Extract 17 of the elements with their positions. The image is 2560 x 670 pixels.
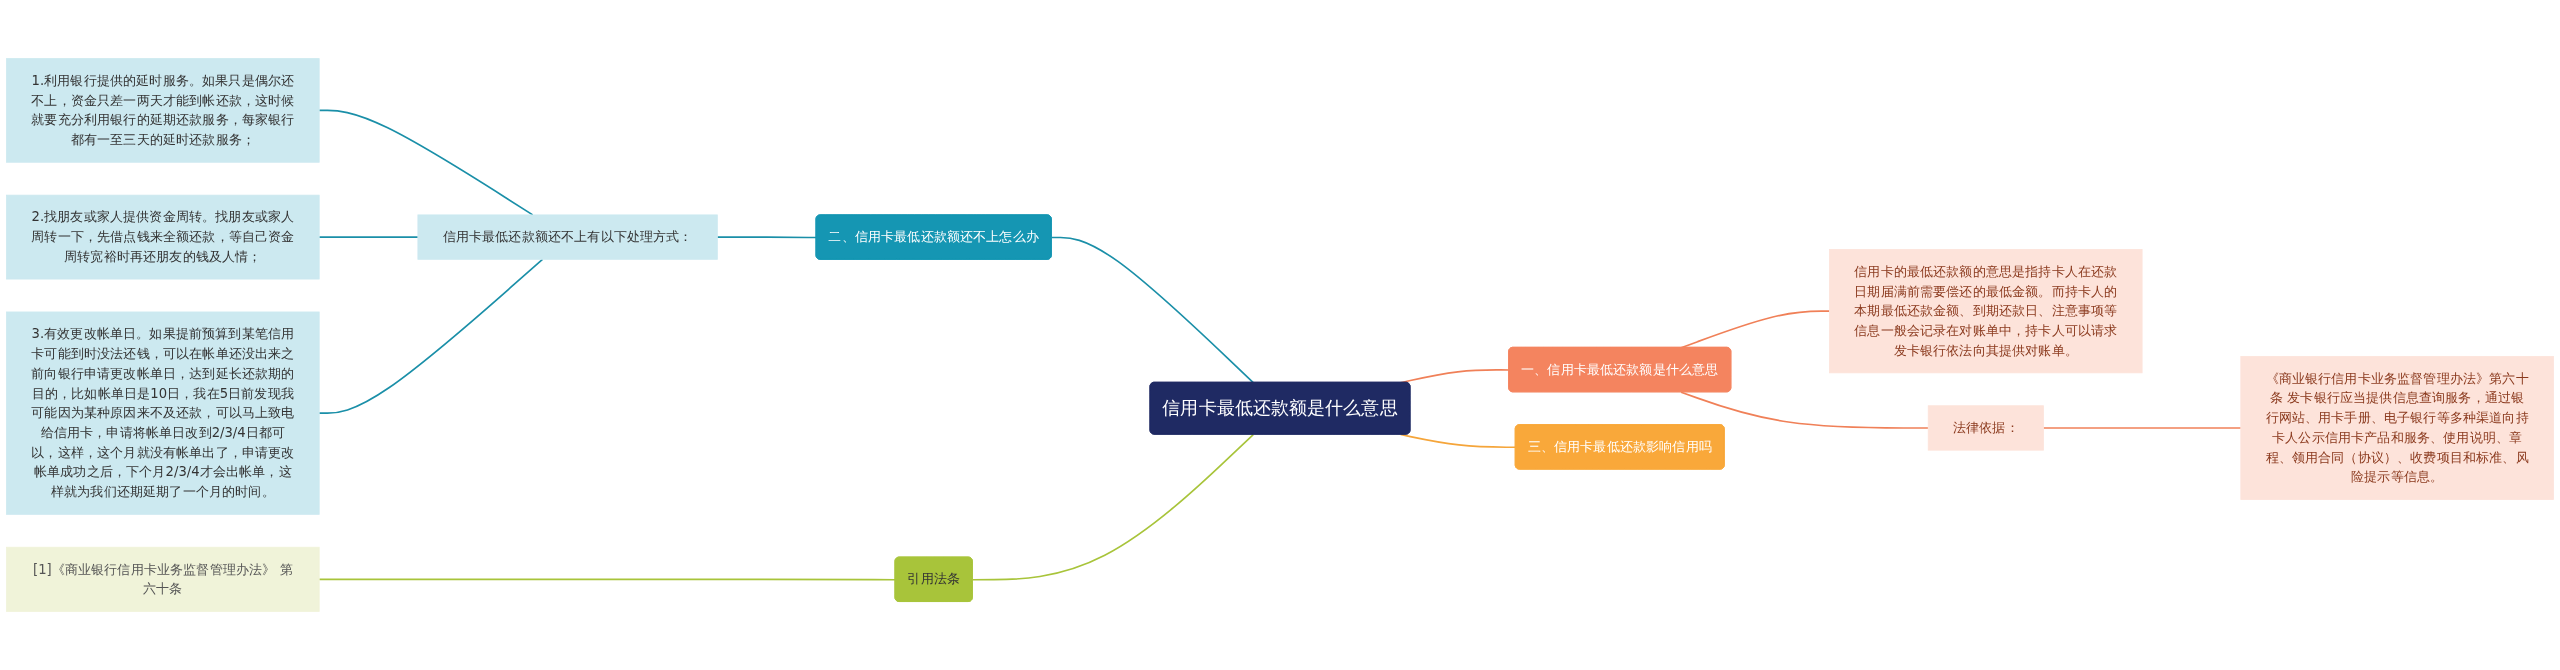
node-box: 2.找朋友或家人提供资金周转。找朋友或家人周转一下，先借点钱来全额还款，等自己资金周转宽裕时再还朋友的钱及人情； bbox=[6, 194, 320, 280]
connector bbox=[716, 236, 818, 239]
connector bbox=[1680, 391, 1930, 429]
connector bbox=[971, 433, 1255, 581]
connector bbox=[2042, 427, 2242, 429]
node-box: 《商业银行信用卡业务监督管理办法》第六十条 发卡银行应当提供信息查询服务，通过银行网站、用卡手册、电子银行等多种渠道向持卡人公示信用卡产品和服务、使用说明、章程、领用合同（协议）、收费项目和标准、风险提示等信息。 bbox=[2240, 355, 2554, 500]
node-box: [1]《商业银行信用卡业务监督管理办法》 第六十条 bbox=[6, 546, 320, 612]
connector bbox=[318, 578, 897, 581]
connector bbox=[318, 258, 544, 414]
connector bbox=[318, 109, 534, 216]
connector bbox=[318, 236, 419, 238]
connector bbox=[1050, 236, 1255, 384]
node-box: 1.利用银行提供的延时服务。如果只是偶尔还不上，资金只差一两天才能到帐还款，这时候就要充分利用银行的延期还款服务，每家银行都有一至三天的延时还款服务； bbox=[6, 58, 320, 163]
node-box: 信用卡最低还款额还不上有以下处理方式： bbox=[417, 214, 718, 260]
node-box: 法律依据： bbox=[1927, 405, 2044, 451]
node-box: 3.有效更改帐单日。如果提前预算到某笔信用卡可能到时没法还钱，可以在帐单还没出来之前向银行申请更改帐单日，达到延长还款期的目的，比如帐单日是10日，我在5日前发现我可能因为某种原因来不及还款，可以马上致电给信用卡，申请将帐单日改到2/3/4日都可以，这样，这个月就没有帐单出了，申请更改帐单成功之后，下个月2/3/4才会出帐单，这样就为我们还期延期了一个月的时间。 bbox=[6, 311, 320, 515]
node-box: 信用卡的最低还款额的意思是指持卡人在还款日期届满前需要偿还的最低金额。而持卡人的本期最低还款金额、到期还款日、注意事项等信息一般会记录在对账单中，持卡人可以请求发卡银行依法向其提供对账单。 bbox=[1829, 249, 2143, 374]
